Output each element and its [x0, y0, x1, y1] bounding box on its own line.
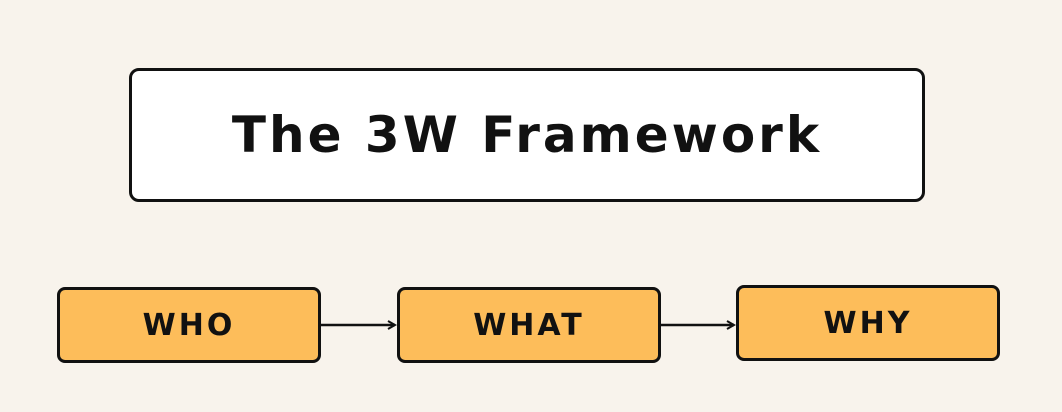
- node-who-label: WHO: [142, 307, 236, 343]
- node-what: WHAT: [397, 287, 661, 363]
- title-box: The 3W Framework: [129, 68, 925, 202]
- node-what-label: WHAT: [473, 307, 585, 343]
- node-who: WHO: [57, 287, 321, 363]
- diagram-title: The 3W Framework: [231, 106, 823, 164]
- node-why: WHY: [736, 285, 1000, 361]
- node-why-label: WHY: [823, 305, 913, 341]
